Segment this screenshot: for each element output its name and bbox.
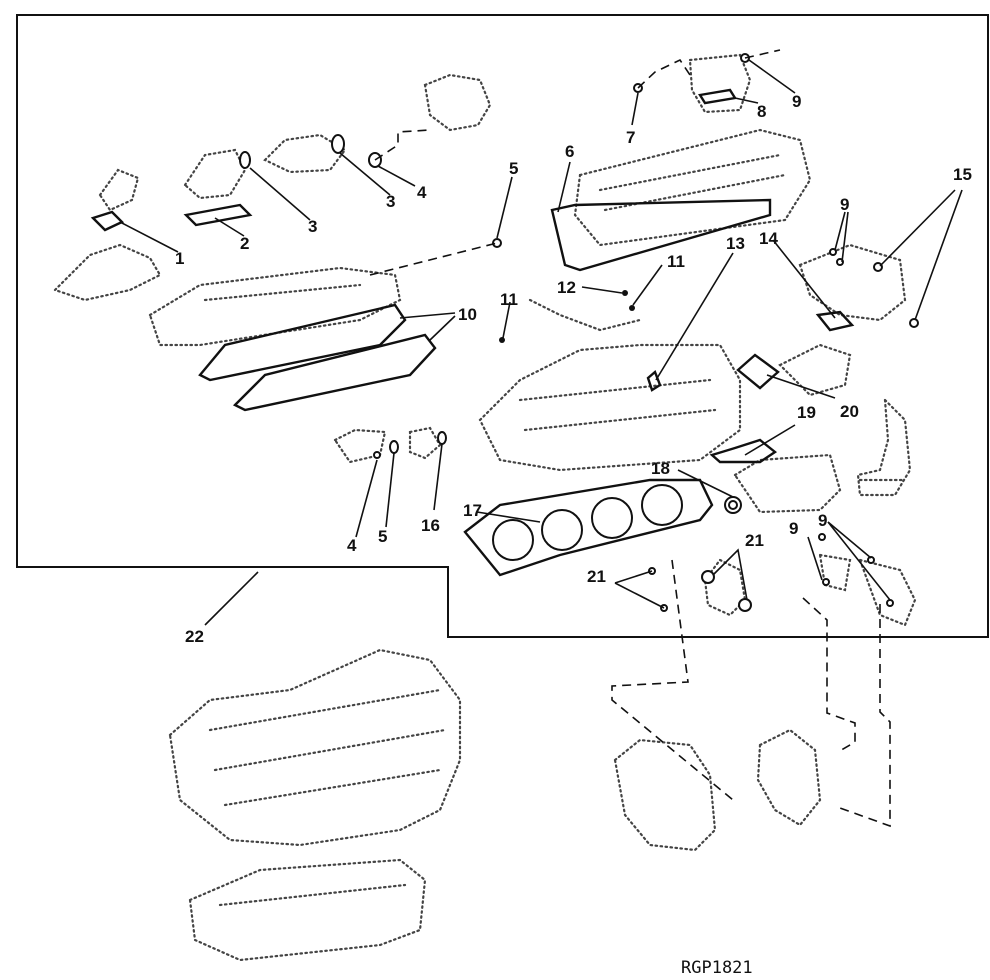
callout-22: 22 [185, 627, 204, 646]
diagram-code: RGP1821 [681, 958, 753, 978]
callout-13: 13 [726, 234, 745, 253]
dotted-part-silhouettes [52, 53, 917, 962]
callout-19: 19 [797, 403, 816, 422]
callout-5: 5 [378, 527, 387, 546]
callout-6: 6 [565, 142, 574, 161]
kit-outline [16, 14, 989, 638]
callout-9: 9 [789, 519, 798, 538]
callout-21: 21 [587, 567, 606, 586]
callout-9: 9 [792, 92, 801, 111]
callout-9: 9 [818, 511, 827, 530]
gaskets-and-seals [90, 53, 919, 612]
callout-18: 18 [651, 459, 670, 478]
callout-9: 9 [840, 195, 849, 214]
callout-17: 17 [463, 501, 482, 520]
leader-lines [119, 59, 963, 626]
callout-8: 8 [757, 102, 766, 121]
callout-3: 3 [386, 192, 395, 211]
callout-14: 14 [759, 229, 778, 248]
callout-11: 11 [500, 290, 518, 309]
callout-5: 5 [509, 159, 518, 178]
callout-2: 2 [240, 234, 249, 253]
callout-12: 12 [557, 278, 576, 297]
callout-1: 1 [175, 249, 184, 268]
callout-21: 21 [745, 531, 764, 550]
callout-20: 20 [840, 402, 859, 421]
callout-10: 10 [458, 305, 477, 324]
callout-4: 4 [347, 536, 357, 555]
callout-labels: 1 2 3 3 4 5 6 7 8 9 10 11 11 12 13 14 15… [175, 92, 972, 646]
callout-7: 7 [626, 128, 635, 147]
callout-3: 3 [308, 217, 317, 236]
callout-15: 15 [953, 165, 972, 184]
assembly-lines [369, 49, 891, 828]
callout-11: 11 [667, 252, 685, 271]
callout-16: 16 [421, 516, 440, 535]
callout-4: 4 [417, 183, 427, 202]
